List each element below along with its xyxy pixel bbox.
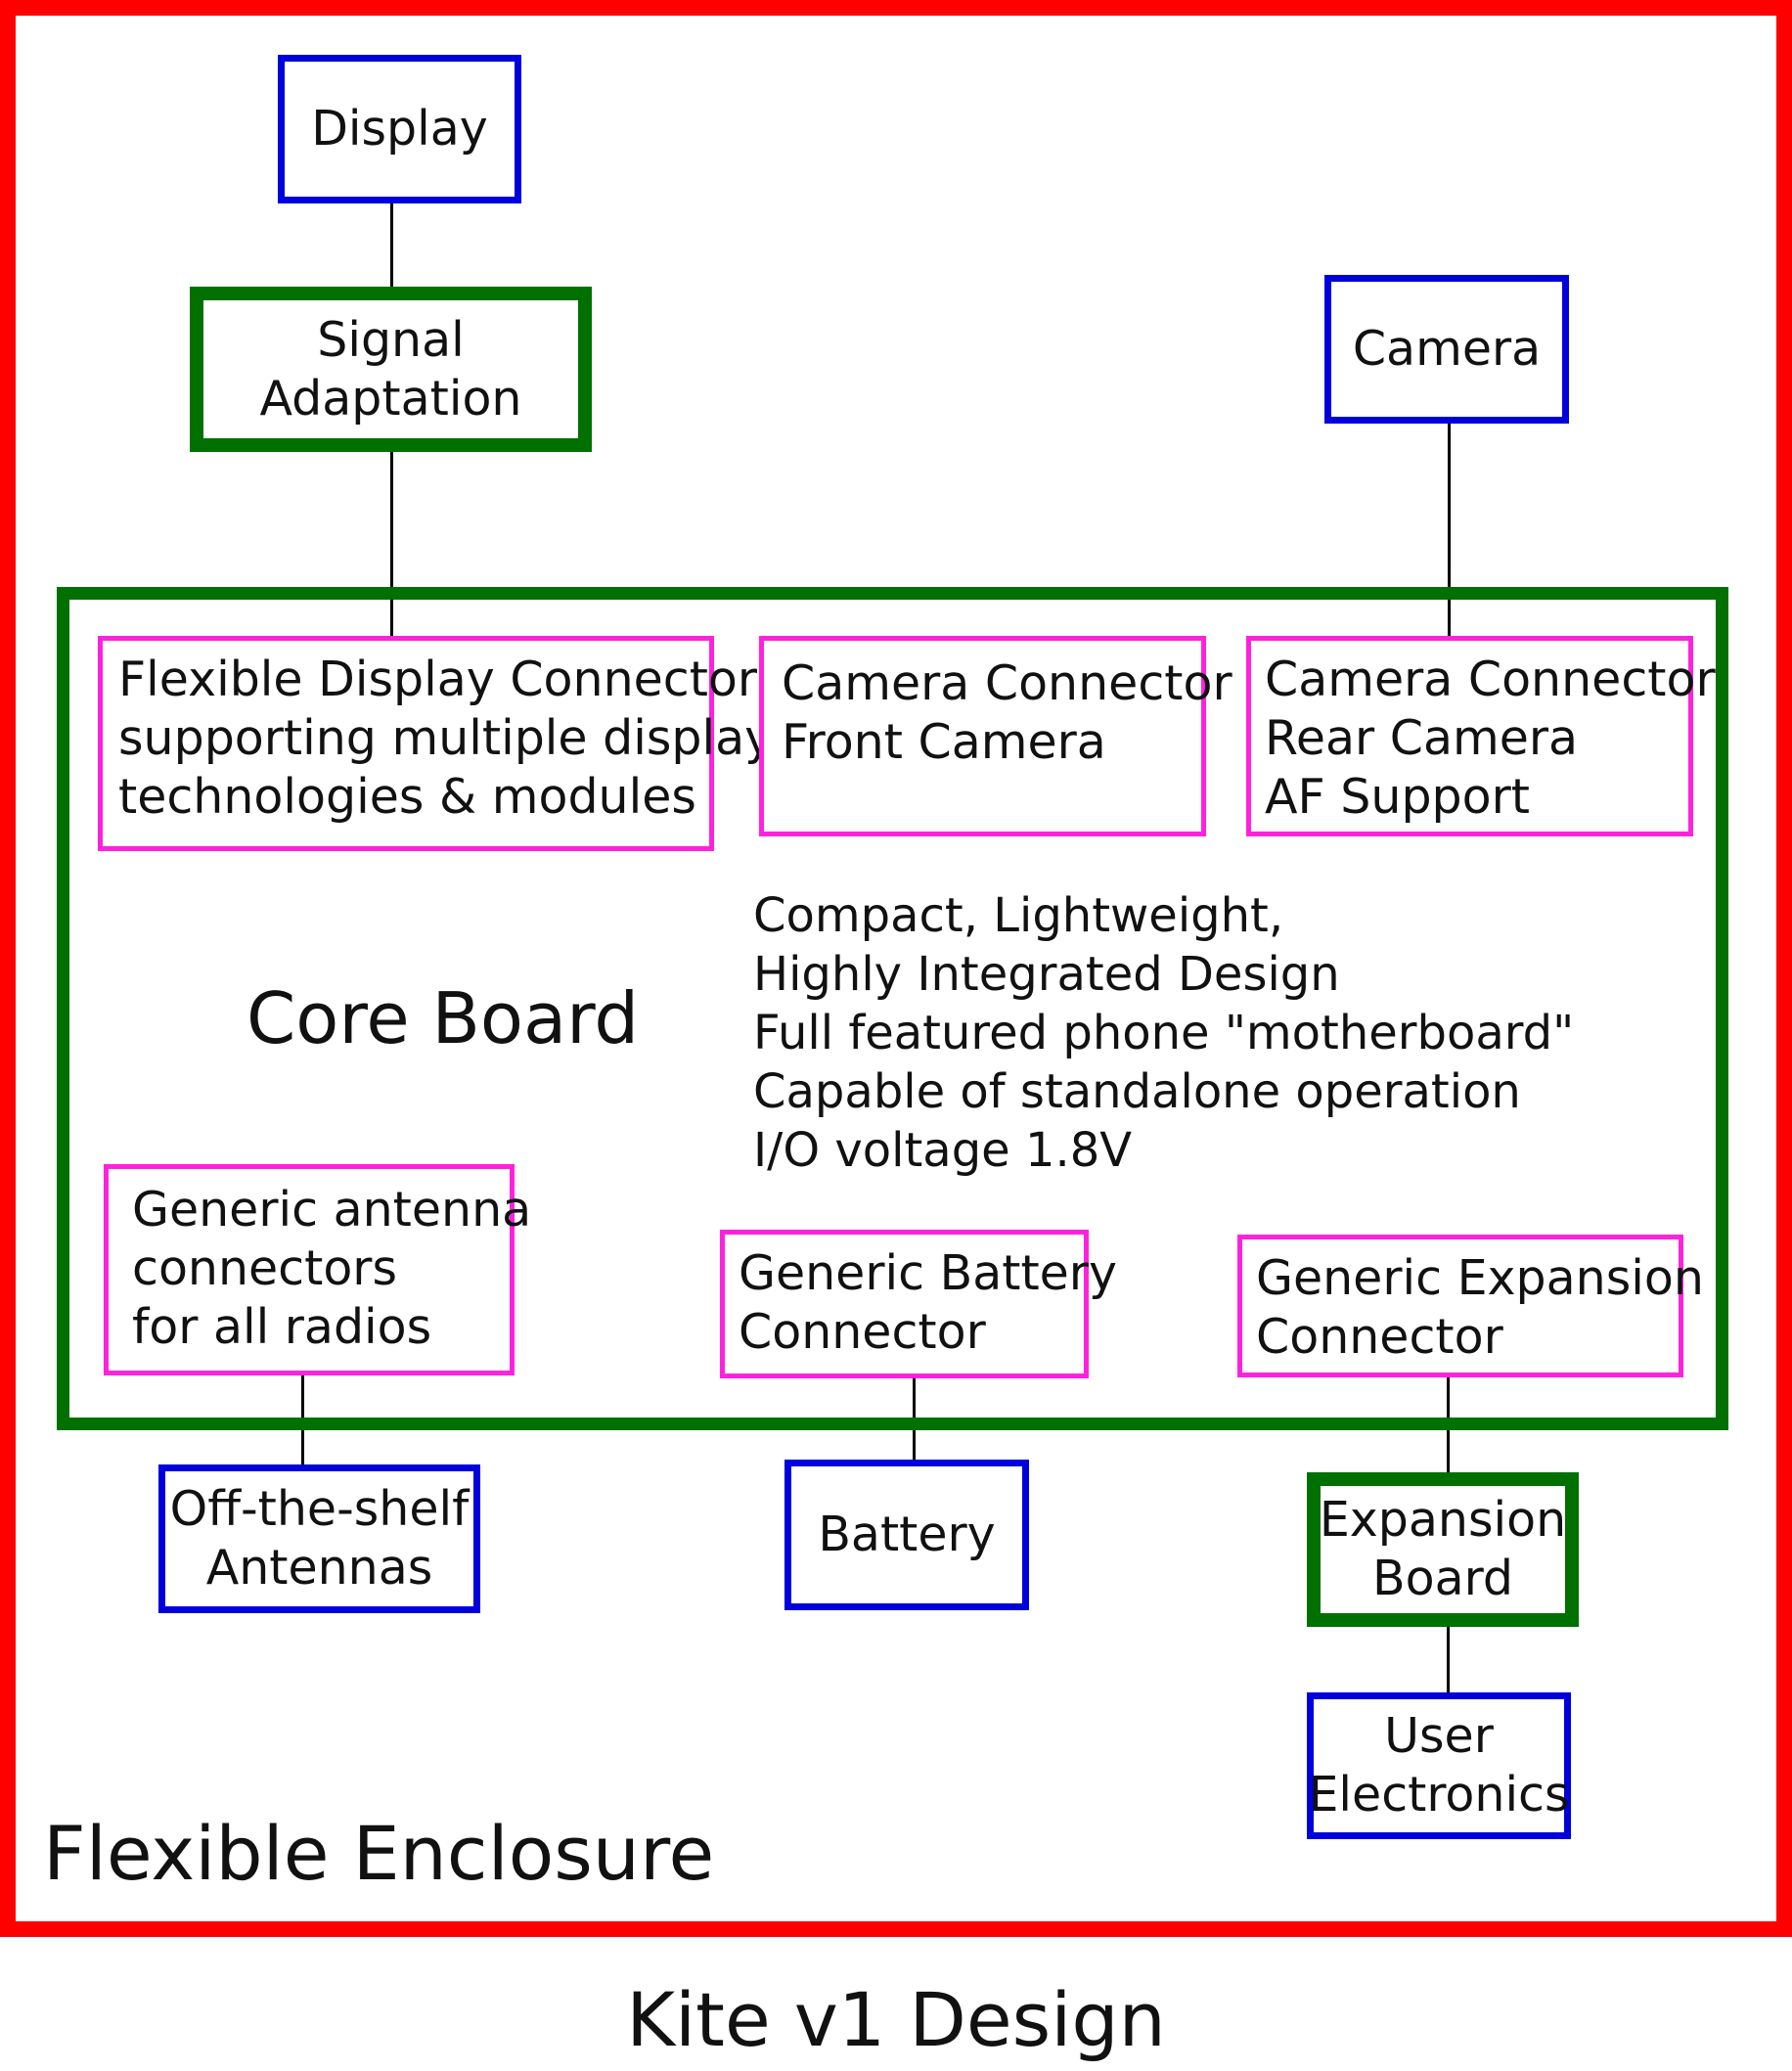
link-expansion-board-user: [1447, 1620, 1450, 1696]
description-line: Capable of standalone operation: [753, 1064, 1521, 1119]
description-line: Full featured phone "motherboard": [753, 1006, 1575, 1060]
module-label: Battery: [818, 1507, 996, 1562]
camera-module: Camera: [1324, 275, 1569, 424]
flexible-enclosure: [0, 0, 1792, 1937]
connector-line: Rear Camera: [1265, 710, 1579, 766]
display-module: Display: [278, 55, 521, 203]
enclosure-label: Flexible Enclosure: [43, 1810, 715, 1897]
user-electronics-module: User Electronics: [1307, 1692, 1571, 1839]
module-label: Expansion: [1319, 1492, 1567, 1548]
connector-line: Camera Connector: [1265, 652, 1716, 707]
front-camera-connector: Camera Connector Front Camera: [759, 636, 1232, 836]
module-label: Camera: [1352, 321, 1542, 377]
module-label: Display: [311, 101, 488, 157]
core-board: [57, 587, 1728, 1430]
description-line: I/O voltage 1.8V: [753, 1123, 1133, 1178]
module-label: Board: [1371, 1551, 1513, 1606]
connector-line: Flexible Display Connector: [118, 652, 758, 707]
description-line: Compact, Lightweight,: [753, 888, 1284, 943]
link-signal-display-connector: [390, 448, 393, 636]
antennas-module: Off-the-shelf Antennas: [158, 1464, 480, 1613]
connector-line: for all radios: [132, 1299, 432, 1355]
link-camera-rear-connector: [1448, 421, 1451, 636]
battery-connector: Generic Battery Connector: [720, 1230, 1117, 1378]
expansion-connector: Generic Expansion Connector: [1237, 1235, 1704, 1377]
module-label: Antennas: [205, 1540, 433, 1596]
connector-line: technologies & modules: [118, 769, 696, 825]
link-display-signal: [390, 201, 393, 293]
connector-line: Front Camera: [782, 714, 1106, 770]
description-line: Highly Integrated Design: [753, 947, 1340, 1002]
connector-line: Camera Connector: [782, 655, 1232, 711]
module-label: Adaptation: [259, 370, 522, 427]
display-connector: Flexible Display Connector supporting mu…: [98, 636, 774, 851]
connector-line: connectors: [132, 1240, 397, 1296]
expansion-board-module: Expansion Board: [1307, 1472, 1579, 1627]
connector-line: Connector: [1256, 1309, 1503, 1365]
connector-line: supporting multiple display: [118, 710, 774, 766]
module-label: User: [1384, 1708, 1494, 1764]
module-label: Off-the-shelf: [169, 1481, 470, 1537]
diagram-title: Kite v1 Design: [626, 1976, 1166, 2063]
battery-module: Battery: [784, 1460, 1029, 1610]
core-board-label: Core Board: [246, 977, 640, 1059]
connector-line: Generic Expansion: [1256, 1250, 1704, 1306]
rear-camera-connector: Camera Connector Rear Camera AF Support: [1246, 636, 1716, 836]
module-label: Signal: [317, 311, 465, 368]
connector-line: Generic Battery: [739, 1245, 1117, 1301]
link-battery-connector-battery: [913, 1370, 916, 1464]
connector-line: AF Support: [1265, 769, 1530, 825]
antenna-connector: Generic antenna connectors for all radio…: [104, 1164, 532, 1375]
signal-adaptation-module: Signal Adaptation: [190, 287, 592, 452]
connector-line: Generic antenna: [132, 1182, 532, 1238]
connector-line: Connector: [739, 1304, 986, 1360]
module-label: Electronics: [1308, 1767, 1570, 1823]
